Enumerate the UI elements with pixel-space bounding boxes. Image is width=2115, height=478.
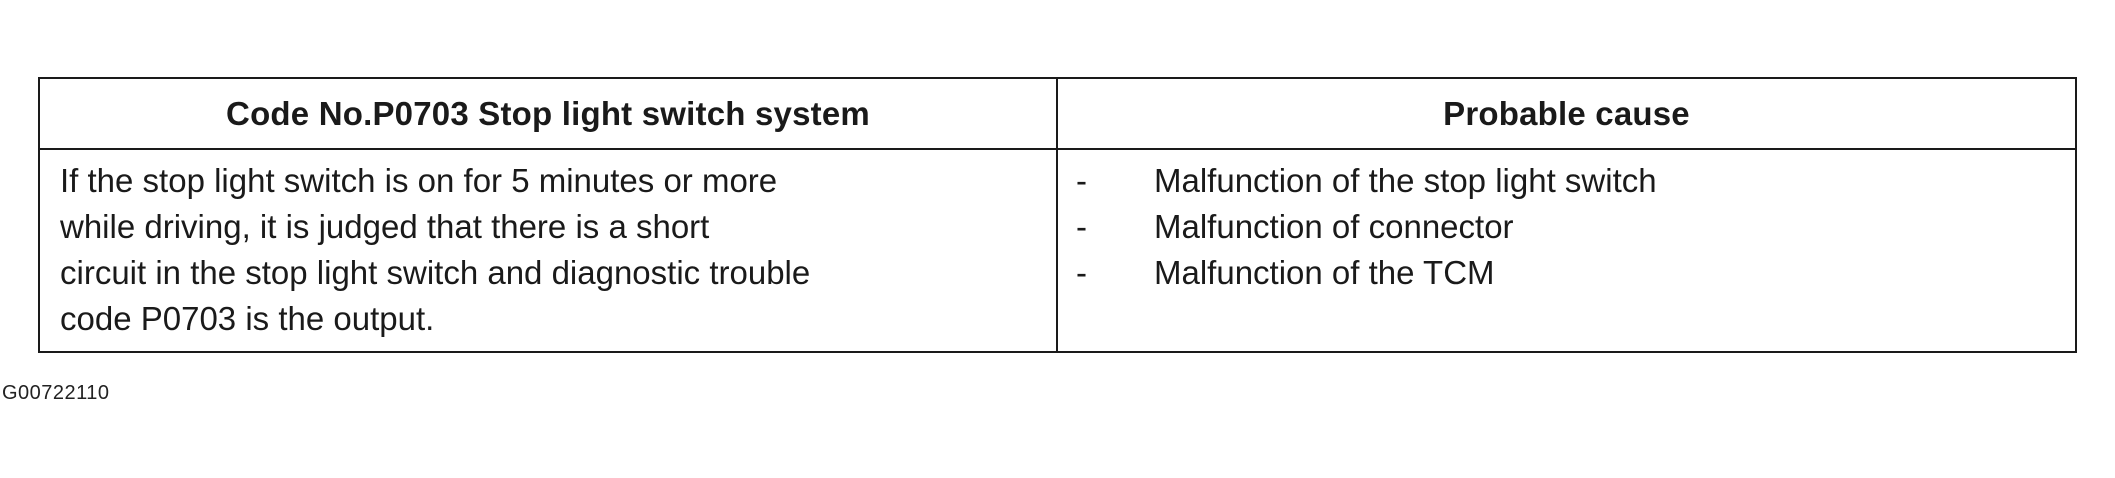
condition-line: while driving, it is judged that there i… bbox=[60, 208, 710, 245]
header-code-description: Code No.P0703 Stop light switch system bbox=[40, 79, 1058, 150]
condition-line: circuit in the stop light switch and dia… bbox=[60, 254, 811, 291]
condition-line: code P0703 is the output. bbox=[60, 300, 435, 337]
probable-cause-cell: - Malfunction of the stop light switch -… bbox=[1058, 150, 2075, 351]
cause-text: Malfunction of connector bbox=[1154, 208, 1514, 245]
header-probable-cause: Probable cause bbox=[1058, 79, 2075, 150]
figure-id: G00722110 bbox=[2, 382, 110, 404]
diagnostic-table: Code No.P0703 Stop light switch system P… bbox=[38, 77, 2077, 353]
list-item: - Malfunction of the stop light switch bbox=[1058, 158, 2075, 204]
list-item: - Malfunction of the TCM bbox=[1058, 250, 2075, 296]
dash-bullet: - bbox=[1076, 208, 1087, 245]
cause-text: Malfunction of the TCM bbox=[1154, 254, 1495, 291]
dash-bullet: - bbox=[1076, 162, 1087, 199]
condition-description: If the stop light switch is on for 5 min… bbox=[40, 150, 1058, 351]
condition-line: If the stop light switch is on for 5 min… bbox=[60, 162, 778, 199]
list-item: - Malfunction of connector bbox=[1058, 204, 2075, 250]
cause-text: Malfunction of the stop light switch bbox=[1154, 162, 1657, 199]
probable-cause-list: - Malfunction of the stop light switch -… bbox=[1058, 150, 2075, 296]
dash-bullet: - bbox=[1076, 254, 1087, 291]
